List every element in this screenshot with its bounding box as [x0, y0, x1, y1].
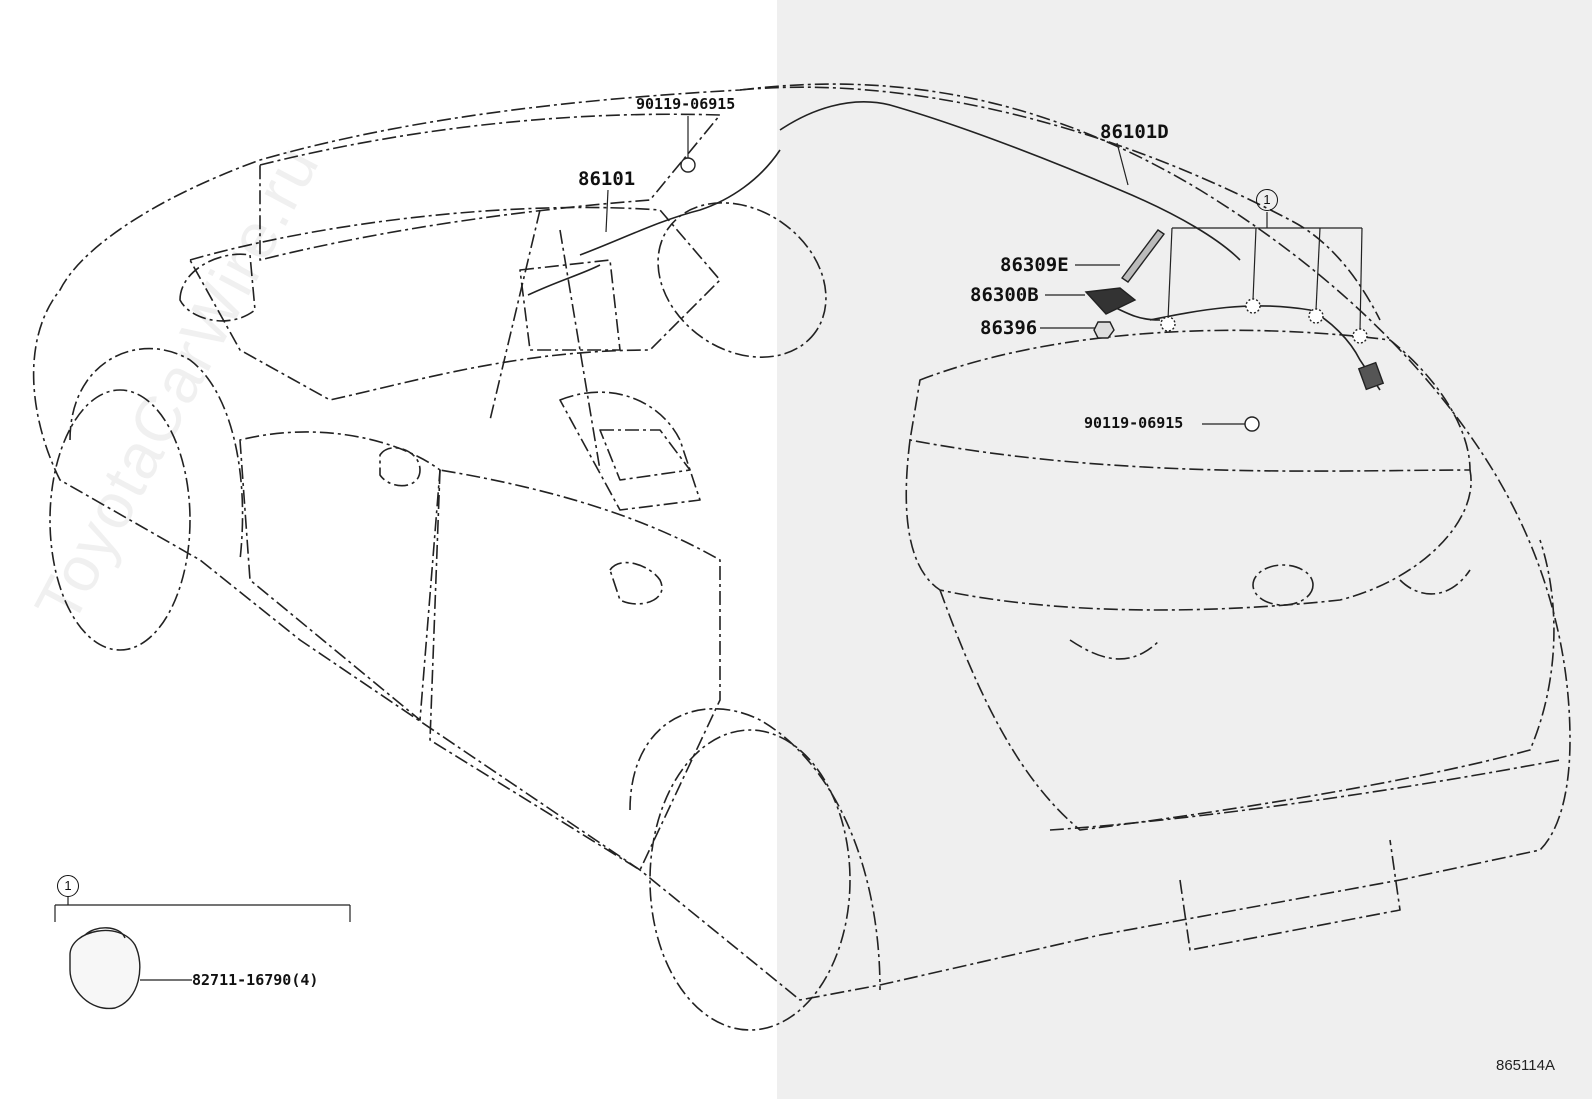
antenna-cord-roof [779, 101, 1241, 261]
roof-line [739, 86, 1381, 321]
rear-window [909, 329, 1471, 472]
callout-86396: 86396 [980, 317, 1038, 339]
tailgate [905, 439, 1472, 611]
left-taillight [1069, 639, 1161, 660]
clip-3 [1308, 308, 1324, 324]
antenna-nut-icon [1093, 321, 1115, 339]
windshield [259, 113, 721, 261]
front-wheel-arch [69, 347, 244, 561]
callout-bolt-rear: 90119-06915 [1084, 414, 1184, 432]
callout-86101: 86101 [578, 168, 636, 190]
steering-wheel [657, 202, 827, 358]
callout-86309E: 86309E [1000, 254, 1069, 276]
dashboard [189, 206, 721, 401]
bolt-rear-icon [1244, 416, 1260, 432]
side-mirror [179, 253, 256, 322]
body-outline [32, 83, 1571, 1001]
tailgate-lower [939, 539, 1555, 831]
clip-1 [1160, 316, 1176, 332]
callout-86300B: 86300B [970, 284, 1039, 306]
bolt-top-icon [680, 157, 696, 173]
group-drop-2 [1252, 227, 1257, 301]
legend-part-number: 82711-16790(4) [192, 971, 319, 989]
rear-connector-icon [1357, 361, 1385, 391]
group-marker: 1 [1256, 189, 1278, 211]
callout-86101D: 86101D [1100, 121, 1169, 143]
figure-code: 865114A [1496, 1057, 1555, 1074]
emblem [1252, 564, 1314, 606]
front-door-handle [379, 446, 421, 487]
antenna-cord-roof-2 [1149, 305, 1381, 391]
rear-bumper [1049, 759, 1561, 951]
front-wheel [49, 389, 191, 651]
rear-door [429, 469, 721, 871]
leader-86101 [605, 189, 609, 233]
seat [559, 391, 701, 511]
rear-wheel [649, 729, 851, 1031]
callout-bolt-top: 90119-06915 [636, 95, 736, 113]
antenna-base-icon [1084, 287, 1137, 315]
leader-86101D [1116, 142, 1129, 186]
legend-marker: 1 [57, 875, 79, 897]
front-door [239, 431, 441, 721]
rear-wheel-arch [629, 707, 881, 991]
group-drop-3 [1315, 227, 1321, 311]
group-drop-4 [1359, 227, 1363, 331]
antenna-cord-front-2 [527, 264, 601, 296]
clip-4 [1352, 328, 1368, 344]
right-taillight [1399, 569, 1471, 595]
b-pillar [489, 209, 601, 471]
legend-clip-icon [69, 929, 141, 1010]
rear-door-handle [609, 561, 663, 605]
center-console [519, 259, 691, 481]
antenna-cord-front [579, 149, 781, 256]
background-left [0, 0, 777, 1099]
group-drop-1 [1167, 227, 1173, 321]
clip-2 [1245, 298, 1261, 314]
antenna-mast-icon [1120, 229, 1166, 283]
